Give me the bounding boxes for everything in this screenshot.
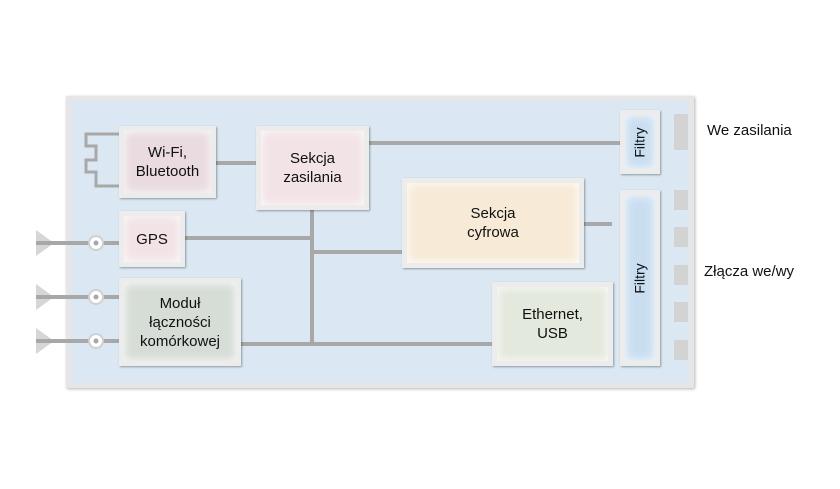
power-input-label: We zasilania <box>707 122 792 139</box>
digital-section-block: Sekcja cyfrowa <box>402 178 584 268</box>
antenna-icon <box>36 230 104 256</box>
gps-label: GPS <box>136 230 168 248</box>
io-connector-pin <box>674 190 688 210</box>
filter-label-top: Filtry <box>631 126 648 158</box>
io-connector-pin <box>674 227 688 247</box>
filter-block-top: Filtry <box>620 110 660 174</box>
cellular-module-label: Moduł łączności komórkowej <box>139 294 221 350</box>
power-section-block: Sekcja zasilania <box>256 126 369 210</box>
filter-label-bottom: Filtry <box>631 262 648 294</box>
ethernet-usb-label: Ethernet, USB <box>522 306 583 342</box>
pcb-antenna-icon <box>84 132 119 188</box>
filter-block-bottom: Filtry <box>620 190 660 366</box>
ethernet-usb-block: Ethernet, USB <box>492 282 613 366</box>
antenna-icon <box>36 284 104 310</box>
wifi-bluetooth-block: Wi-Fi, Bluetooth <box>119 126 216 198</box>
io-connectors-label: Złącza we/wy <box>704 263 795 280</box>
io-connector-pin <box>674 340 688 360</box>
cellular-module-block: Moduł łączności komórkowej <box>119 278 241 366</box>
digital-section-label: Sekcja cyfrowa <box>467 205 519 241</box>
antenna-icon <box>36 328 104 354</box>
gps-block: GPS <box>119 211 185 267</box>
io-connector-pin <box>674 302 688 322</box>
wifi-bluetooth-label: Wi-Fi, Bluetooth <box>135 144 200 180</box>
power-section-label: Sekcja zasilania <box>283 150 342 186</box>
power-connector-pin <box>674 114 688 150</box>
io-connector-pin <box>674 265 688 285</box>
